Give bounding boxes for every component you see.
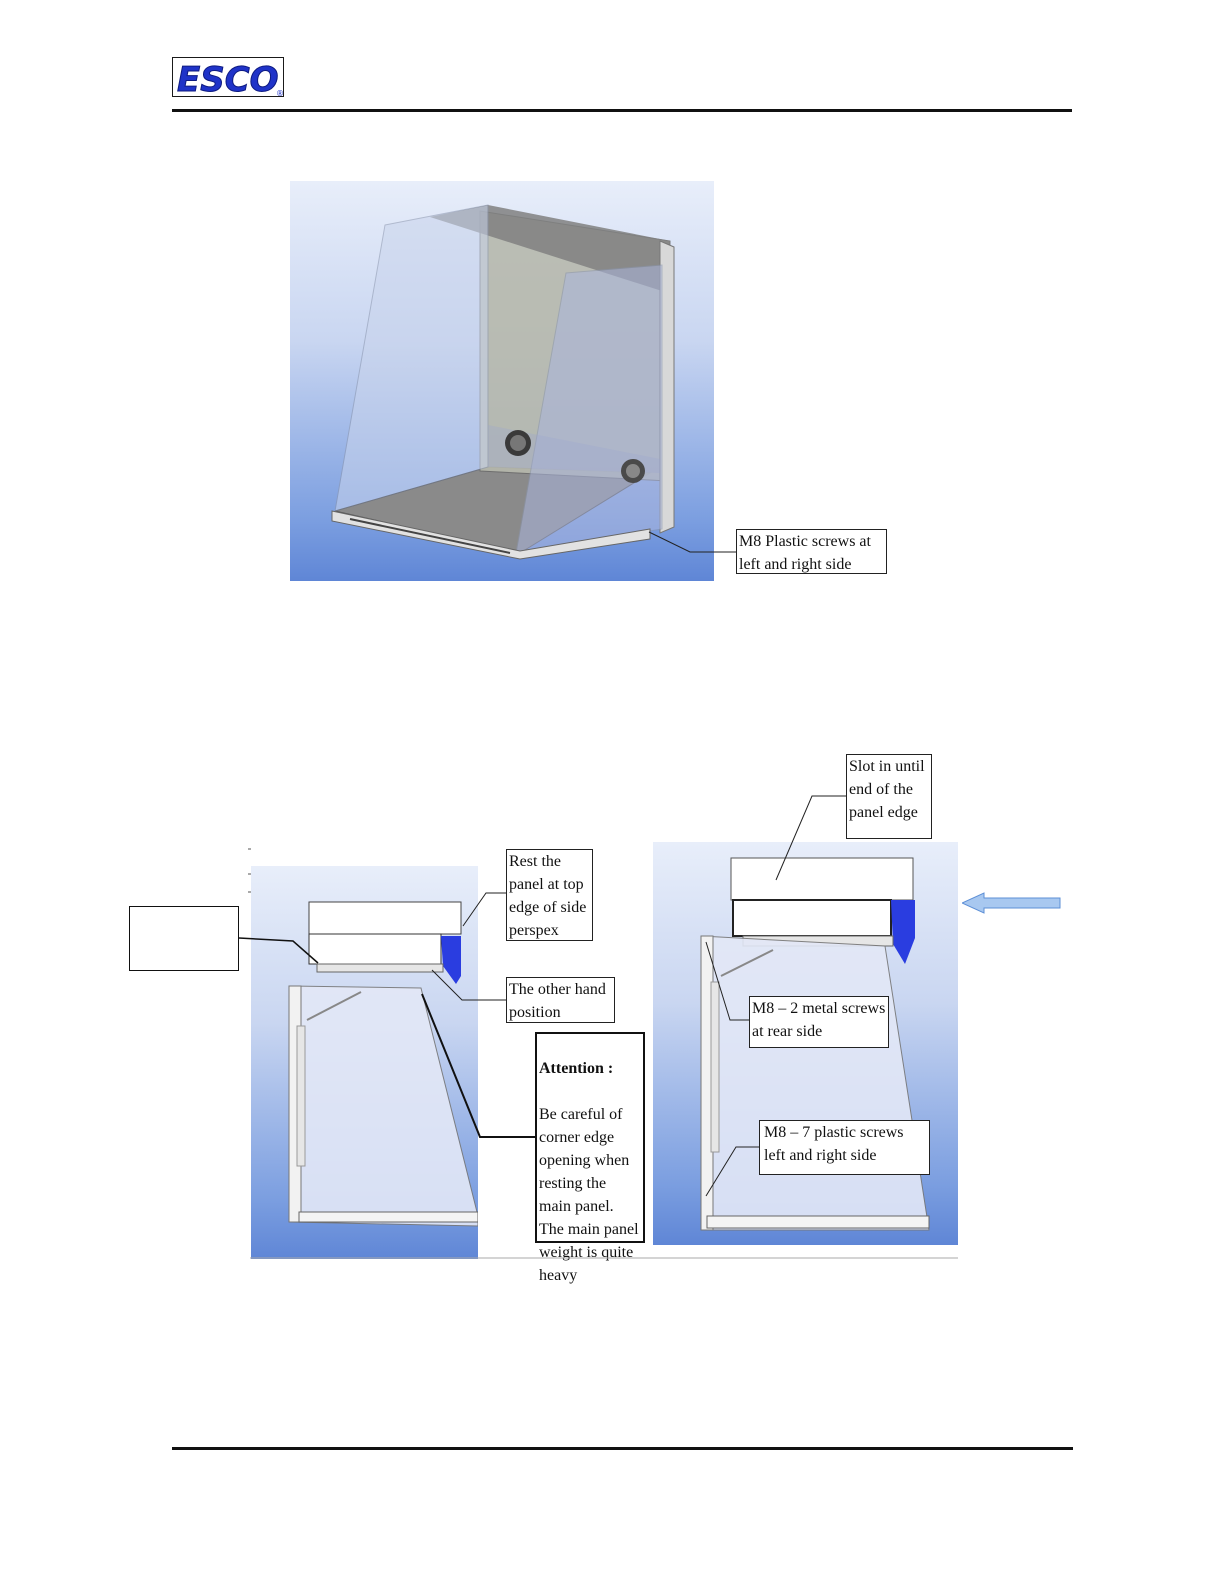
callout-empty-box bbox=[129, 906, 239, 971]
footer-rule bbox=[172, 1447, 1073, 1450]
left-arrow-icon bbox=[962, 892, 1061, 914]
callout-rest-panel: Rest the panel at top edge of side persp… bbox=[506, 849, 593, 941]
logo-text: ESCO bbox=[177, 60, 279, 97]
header-rule bbox=[172, 109, 1072, 112]
callout-plastic-screws-fig1: M8 Plastic screws at left and right side bbox=[736, 529, 887, 574]
attention-title: Attention : bbox=[539, 1060, 614, 1077]
callout-slot-in: Slot in until end of the panel edge bbox=[846, 754, 932, 839]
callout-metal-screws: M8 – 2 metal screws at rear side bbox=[749, 996, 889, 1048]
figure1-render bbox=[290, 181, 714, 581]
esco-logo: ESCO ® bbox=[172, 57, 284, 97]
figure2-left-render bbox=[251, 866, 478, 1259]
callout-attention: Attention : Be careful of corner edge op… bbox=[535, 1032, 645, 1284]
callout-other-hand: The other hand position bbox=[506, 977, 615, 1023]
attention-body: Be careful of corner edge opening when r… bbox=[539, 1106, 639, 1284]
registered-mark: ® bbox=[276, 89, 284, 97]
callout-plastic-screws-fig2: M8 – 7 plastic screws left and right sid… bbox=[759, 1120, 930, 1175]
